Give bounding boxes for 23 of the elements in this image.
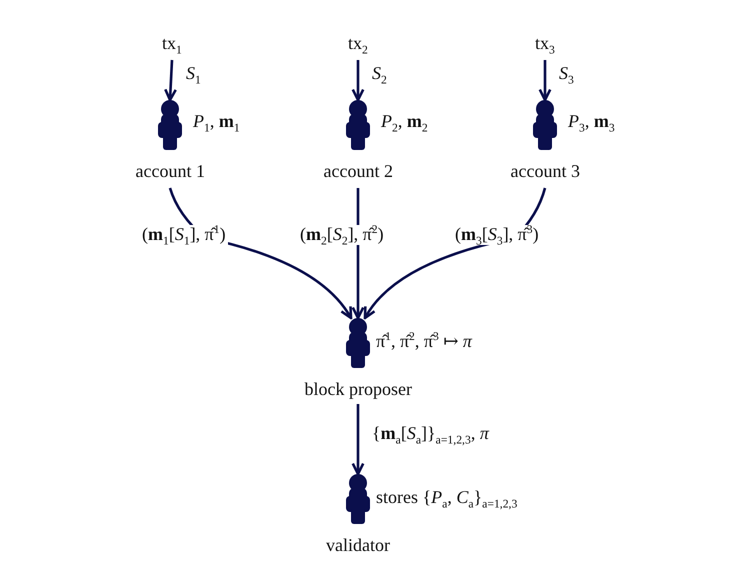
edge-label: (m$_{1}$[S$_{1}$], π̂$^{1}$) [140, 225, 228, 245]
node-label: account 3 [510, 162, 580, 182]
edge-label: S$_{1}$ [184, 64, 203, 84]
node-annotation: P$_{1}$, m$_{1}$ [193, 112, 240, 132]
node-label: validator [326, 536, 390, 556]
arrow [164, 60, 178, 102]
arrow [352, 60, 364, 102]
node-annotation: π̂$^{1}$, π̂$^{2}$, π̂$^{3}$ ↦ π [376, 332, 472, 352]
node-text: tx$_{1}$ [162, 34, 182, 54]
arrow [352, 404, 364, 476]
node-annotation: P$_{3}$, m$_{3}$ [568, 112, 615, 132]
node-label: account 1 [136, 162, 205, 182]
edge-label: S$_{3}$ [557, 64, 576, 84]
node-text: tx$_{2}$ [348, 34, 368, 54]
arrow [538, 60, 552, 102]
node-annotation: stores {P$_{a}$, C$_{a}$}$_{a=1,2,3}$ [376, 488, 518, 508]
edge-label: (m$_{3}$[S$_{3}$], π̂$^{3}$) [453, 225, 541, 245]
edge-label: (m$_{2}$[S$_{2}$], π̂$^{2}$) [298, 225, 386, 245]
node-label: account 2 [324, 162, 393, 182]
node-label: block proposer [304, 380, 412, 400]
node-annotation: P$_{2}$, m$_{2}$ [381, 112, 428, 132]
edge-label: S$_{2}$ [370, 64, 389, 84]
node-text: tx$_{3}$ [535, 34, 555, 54]
